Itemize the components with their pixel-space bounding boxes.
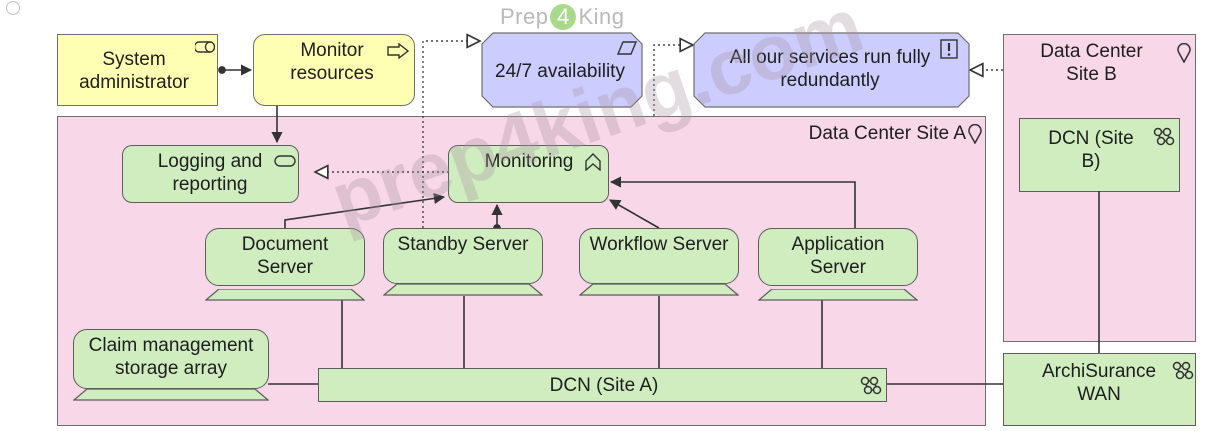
device-base-shape [579, 284, 739, 296]
redundant-label: All our services run fully redundantly [729, 47, 931, 91]
monitoring-label: Monitoring [484, 151, 574, 172]
claim-management-storage-array[interactable]: Claim management storage array [73, 329, 269, 401]
principle-icon [940, 39, 958, 59]
document-server-label: Document Server [241, 234, 329, 278]
serving-line [284, 192, 446, 228]
workflow-server[interactable]: Workflow Server [579, 228, 739, 296]
monitoring[interactable]: Monitoring [448, 145, 609, 203]
serving-line [609, 176, 856, 228]
process-arrow-icon [387, 43, 409, 59]
device-base-shape [758, 289, 918, 301]
claim-management-storage-array-label: Claim management storage array [88, 335, 254, 379]
realization-line [422, 41, 480, 228]
requirement-icon [617, 41, 637, 55]
requirement-shape [481, 32, 643, 108]
role-icon [195, 41, 215, 53]
requirement-24-7-availability[interactable]: 24/7 availability [481, 32, 643, 108]
location-pin-icon [1177, 43, 1191, 63]
data-center-site-a-label: Data Center Site A [808, 123, 966, 144]
function-chevron-icon [585, 153, 601, 171]
principle-shape [693, 32, 970, 108]
availability-label: 24/7 availability [495, 61, 625, 82]
radio-button[interactable] [6, 1, 20, 15]
system-administrator-label: System administrator [79, 49, 189, 93]
logging-and-reporting-label: Logging and reporting [157, 151, 263, 195]
dcn-site-a-label: DCN (Site A) [549, 375, 659, 396]
standby-server[interactable]: Standby Server [383, 228, 543, 296]
dcn-site-a[interactable]: DCN (Site A) [318, 368, 887, 402]
application-server-label: Application Server [791, 234, 885, 278]
location-pin-icon [968, 124, 982, 144]
service-icon [274, 155, 296, 167]
device-base-shape [205, 289, 365, 301]
network-icon [860, 376, 882, 395]
dcn-site-b-label: DCN (Site B) [1048, 128, 1134, 172]
network-icon [1153, 127, 1175, 146]
network-icon [1172, 361, 1194, 380]
standby-server-label: Standby Server [397, 234, 529, 255]
logging-and-reporting[interactable]: Logging and reporting [122, 145, 299, 203]
device-base-shape [73, 389, 269, 401]
archisurance-wan-label: ArchiSurance WAN [1041, 361, 1157, 405]
device-base-shape [383, 284, 543, 296]
monitor-resources[interactable]: Monitor resources [253, 34, 415, 106]
archisurance-wan[interactable]: ArchiSurance WAN [1003, 353, 1196, 426]
principle-redundant[interactable]: All our services run fully redundantly [693, 32, 970, 108]
data-center-site-b-label: Data Center Site B [1040, 41, 1143, 85]
monitor-resources-label: Monitor resources [290, 40, 374, 84]
document-server[interactable]: Document Server [205, 228, 365, 301]
workflow-server-label: Workflow Server [589, 234, 729, 255]
serving-line [609, 199, 660, 229]
realization-line [653, 45, 693, 116]
system-administrator[interactable]: System administrator [57, 34, 218, 106]
application-server[interactable]: Application Server [758, 228, 918, 301]
